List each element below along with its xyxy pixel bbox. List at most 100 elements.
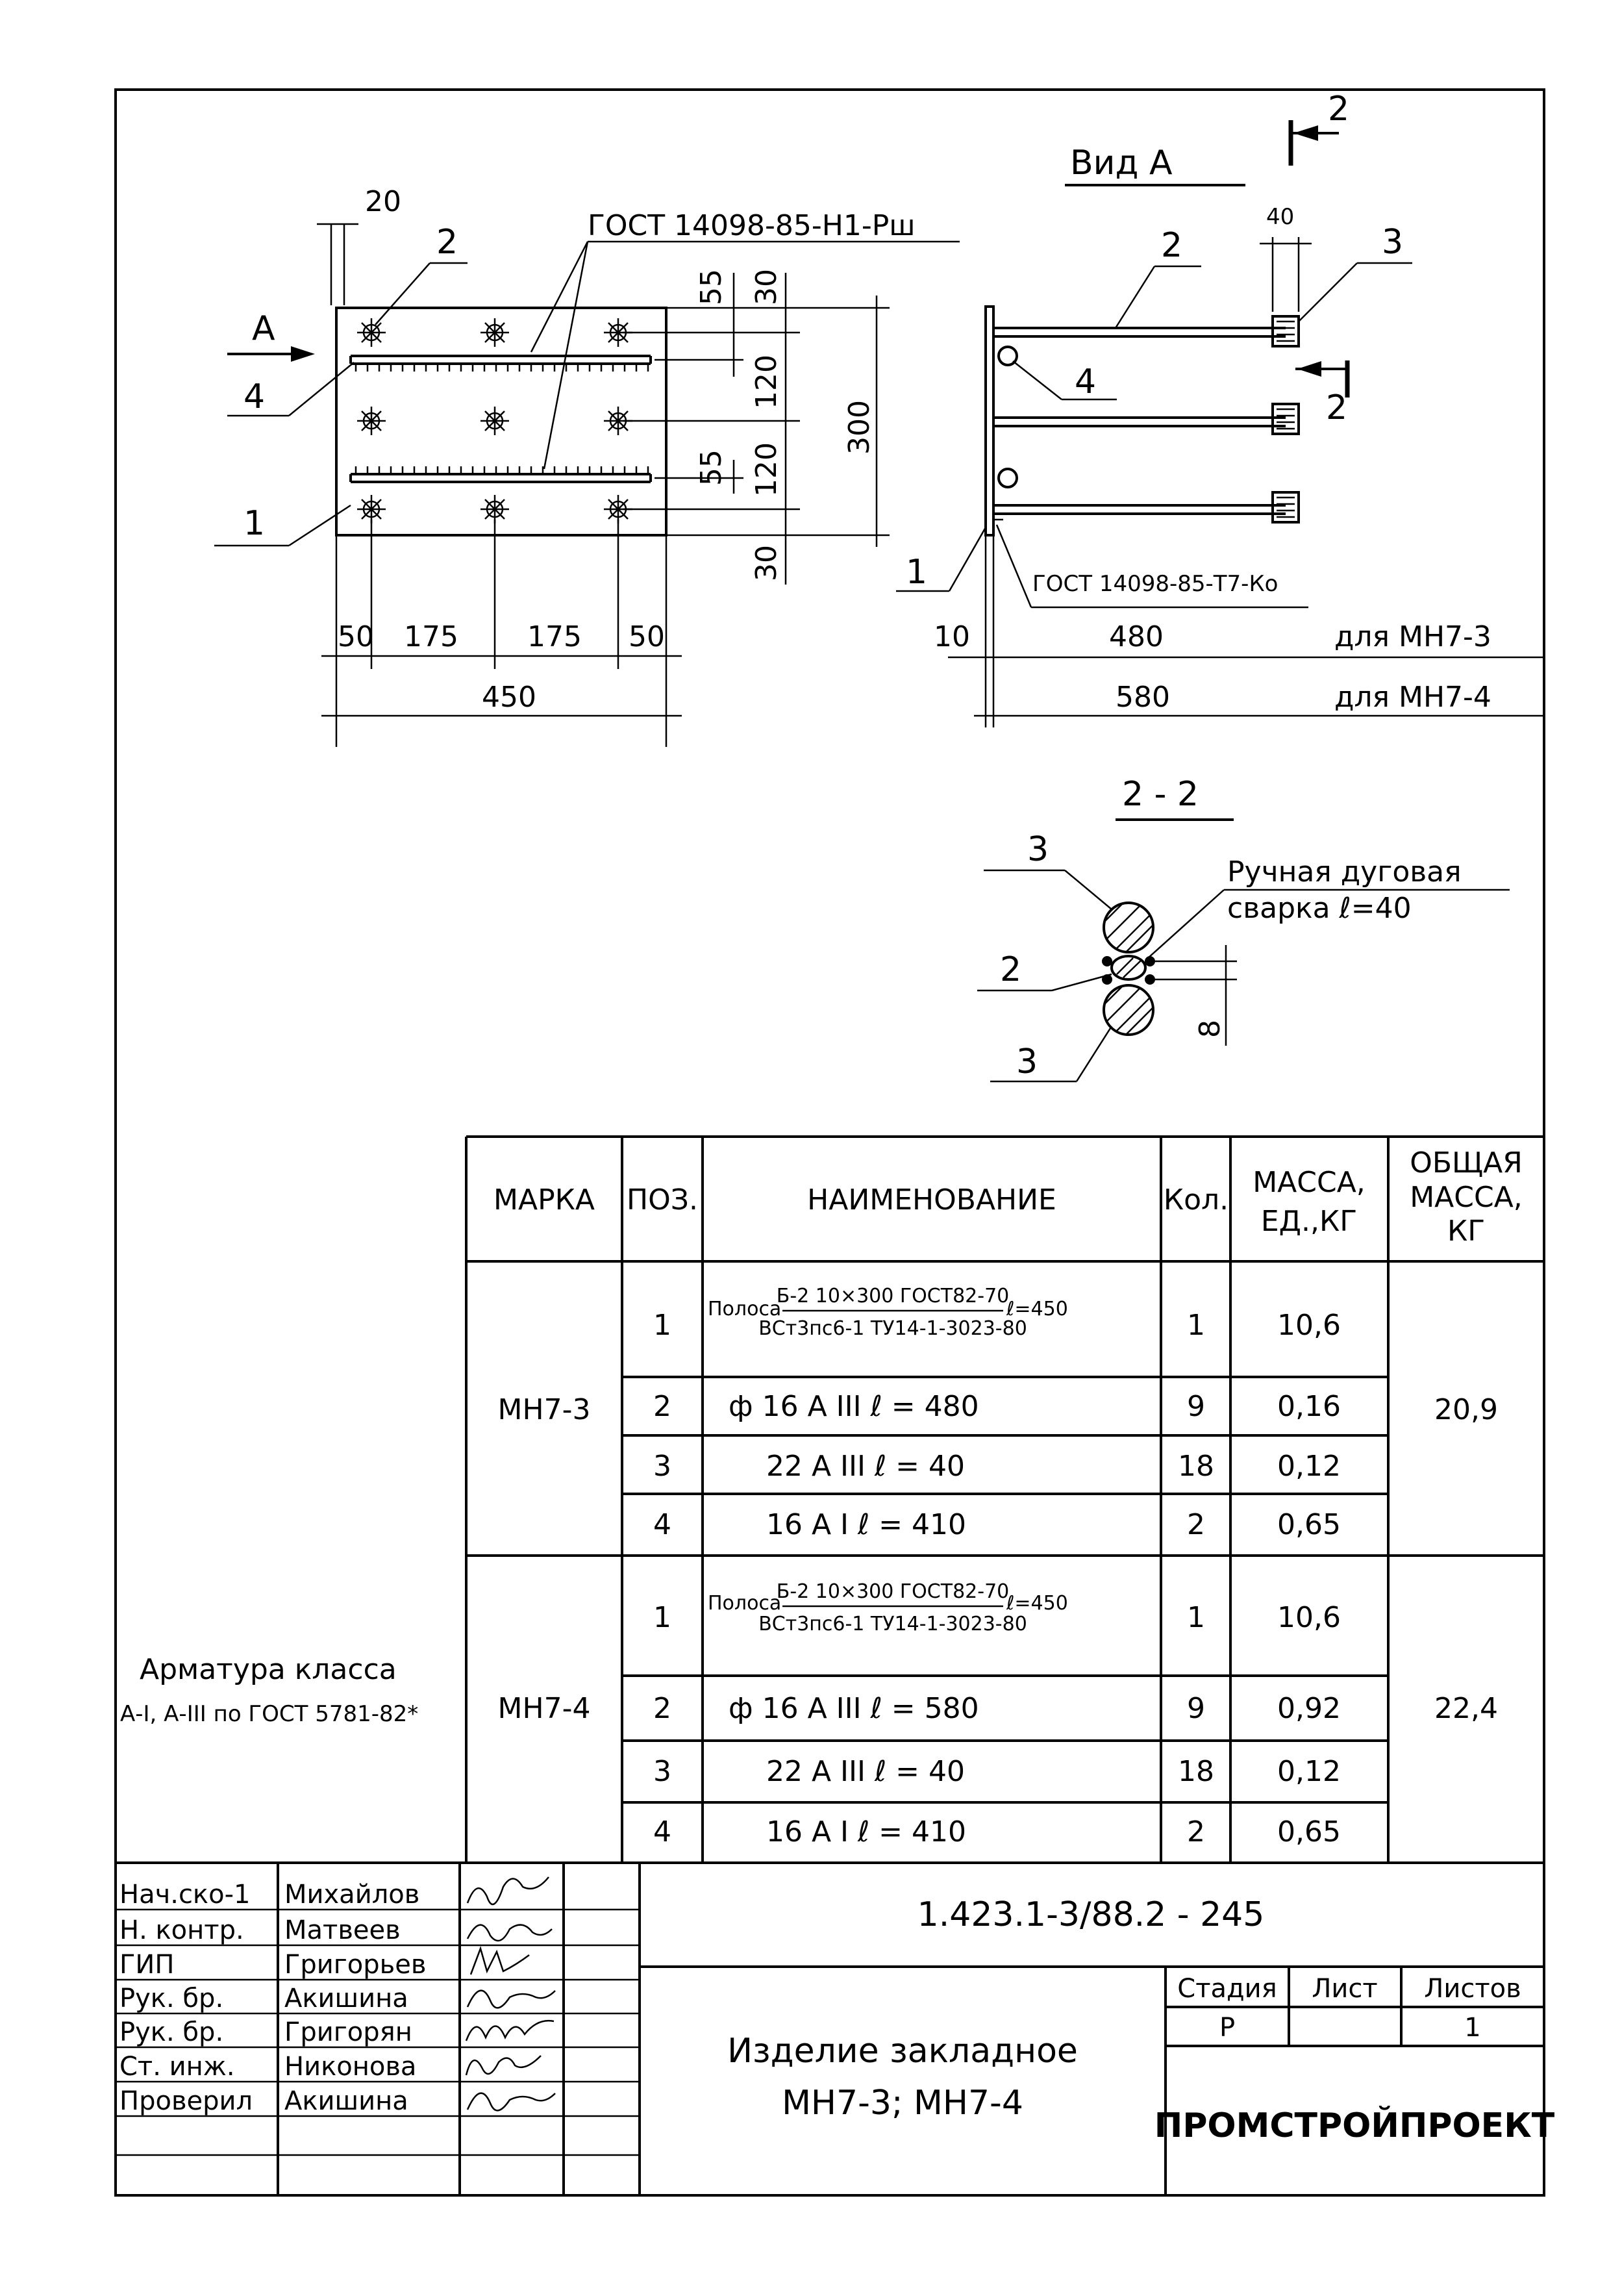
plan-view: 20 ГОСТ 14098-85-Н1-Рш 2 4 1 А 55 30 [214, 185, 960, 747]
doc-title-line-2: МН7-3; МН7-4 [782, 2084, 1023, 2123]
svg-text:3: 3 [653, 1450, 671, 1483]
svg-text:ВСт3пс6-1 ТУ14-1-3023-80: ВСт3пс6-1 ТУ14-1-3023-80 [758, 1613, 1027, 1635]
signature [465, 2055, 542, 2076]
svg-text:18: 18 [1178, 1450, 1214, 1483]
table-row: 2 ф 16 А III ℓ = 580 9 0,92 [653, 1692, 1341, 1725]
weld-leader [543, 241, 589, 470]
svg-text:Нач.ско-1: Нач.ско-1 [119, 1880, 250, 1910]
title-block: 1.423.1-3/88.2 - 245 Изделие закладное М… [116, 1861, 1555, 2195]
plan-dim-50-left: 50 [338, 620, 374, 653]
plan-pos-2-label: 2 [436, 223, 458, 262]
svg-text:0,92: 0,92 [1277, 1692, 1341, 1725]
svg-text:Акишина: Акишина [284, 2086, 408, 2116]
section-dim-8: 8 [1193, 1020, 1227, 1038]
plan-dim-450: 450 [482, 681, 536, 714]
svg-text:22 А III ℓ = 40: 22 А III ℓ = 40 [766, 1755, 965, 1788]
svg-text:Н. контр.: Н. контр. [119, 1915, 244, 1945]
sheets-value: 1 [1464, 2013, 1480, 2043]
signer-row: Рук. бр. Григорян [119, 2017, 555, 2047]
svg-text:3: 3 [653, 1755, 671, 1788]
spec-header-mass-unit-1: МАССА, [1253, 1166, 1366, 1199]
svg-text:Проверил: Проверил [119, 2086, 253, 2116]
svg-text:2: 2 [1187, 1508, 1205, 1541]
svg-text:4: 4 [653, 1508, 671, 1541]
plan-dim-120-b: 120 [750, 442, 783, 497]
section-mark-top: 2 [1328, 90, 1349, 129]
plan-dim-175-a: 175 [404, 620, 458, 653]
svg-text:2: 2 [653, 1390, 671, 1423]
svg-text:10,6: 10,6 [1277, 1309, 1341, 1342]
note-line-1: Арматура класса [140, 1653, 397, 1686]
signature [466, 1924, 553, 1942]
table-row: 3 22 А III ℓ = 40 18 0,12 [653, 1450, 1341, 1483]
svg-text:Никонова: Никонова [284, 2052, 416, 2082]
side-dim-40: 40 [1266, 204, 1294, 230]
section-mark-mid: 2 [1326, 388, 1347, 427]
section-pos-2: 2 [1000, 950, 1021, 989]
spec-group-mark: МН7-3 [498, 1393, 591, 1426]
svg-text:4: 4 [653, 1815, 671, 1848]
svg-text:2: 2 [653, 1692, 671, 1725]
svg-text:0,12: 0,12 [1277, 1755, 1341, 1788]
spec-table: МАРКА ПОЗ. НАИМЕНОВАНИЕ Кол. МАССА, ЕД.,… [465, 1135, 1544, 1863]
side-pos-2-label: 2 [1161, 226, 1182, 265]
svg-text:Рук. бр.: Рук. бр. [119, 1984, 223, 2013]
spec-header-qty: Кол. [1164, 1183, 1229, 1217]
signature [466, 1876, 549, 1906]
section-weld-line1: Ручная дуговая [1227, 855, 1462, 889]
svg-text:16 А I ℓ = 410: 16 А I ℓ = 410 [766, 1508, 966, 1541]
side-anchors [993, 327, 1286, 515]
signature [466, 2092, 556, 2112]
note-line-2: А-I, А-III по ГОСТ 5781-82* [120, 1701, 418, 1727]
org-name: ПРОМСТРОЙПРОЕКТ [1154, 2106, 1555, 2145]
plan-dim-300: 300 [843, 400, 876, 455]
svg-text:ГИП: ГИП [119, 1950, 174, 1980]
anchor-studs [357, 318, 632, 524]
signature [466, 1989, 556, 2009]
svg-text:10,6: 10,6 [1277, 1601, 1341, 1634]
view-a-title: Вид А [1070, 144, 1173, 183]
table-row: 1 Полоса Б-2 10×300 ГОСТ82-70 ВСт3пс6-1 … [653, 1580, 1341, 1635]
spec-header-mass-unit-2: ЕД.,КГ [1261, 1205, 1357, 1238]
weld-ticks [355, 364, 649, 474]
svg-text:Григорьев: Григорьев [284, 1950, 426, 1980]
bar-pos4-bottom [349, 473, 652, 483]
svg-text:Б-2 10×300 ГОСТ82-70: Б-2 10×300 ГОСТ82-70 [777, 1285, 1010, 1307]
spec-header-mark: МАРКА [493, 1183, 595, 1217]
table-row: 4 16 А I ℓ = 410 2 0,65 [653, 1815, 1341, 1848]
signer-row: Ст. инж. Никонова [119, 2052, 542, 2082]
svg-text:Полоса: Полоса [708, 1592, 781, 1615]
svg-text:Акишина: Акишина [284, 1984, 408, 2013]
svg-text:1: 1 [653, 1309, 671, 1342]
spec-group-total: 20,9 [1434, 1393, 1498, 1426]
plan-dim-55-top: 55 [695, 269, 728, 305]
side-pos-3-label: 3 [1382, 223, 1403, 262]
plan-dim-30-bottom: 30 [750, 545, 783, 581]
section-title: 2 - 2 [1122, 775, 1199, 814]
svg-text:9: 9 [1187, 1390, 1205, 1423]
table-row: 1 Полоса Б-2 10×300 ГОСТ82-70 ВСт3пс6-1 … [653, 1285, 1341, 1342]
section-pos-3-bottom: 3 [1016, 1042, 1038, 1081]
svg-text:Михайлов: Михайлов [284, 1880, 419, 1910]
signer-row: Проверил Акишина [119, 2086, 556, 2116]
side-pos-1-label: 1 [906, 553, 927, 592]
bar-pos4-top [349, 355, 652, 365]
svg-text:Рук. бр.: Рук. бр. [119, 2017, 223, 2047]
end-bars-pos3 [1271, 315, 1300, 524]
sheet-label: Лист [1312, 1974, 1377, 2004]
svg-text:16 А I ℓ = 410: 16 А I ℓ = 410 [766, 1815, 966, 1848]
signature [469, 1946, 530, 1975]
table-row: 2 ф 16 А III ℓ = 480 9 0,16 [653, 1390, 1341, 1423]
plan-dim-50-right: 50 [629, 620, 665, 653]
doc-code: 1.423.1-3/88.2 - 245 [917, 1895, 1265, 1934]
svg-text:0,12: 0,12 [1277, 1450, 1341, 1483]
side-dim-480: 480 [1109, 620, 1164, 653]
svg-text:Б-2 10×300 ГОСТ82-70: Б-2 10×300 ГОСТ82-70 [777, 1580, 1010, 1603]
signer-row: Рук. бр. Акишина [119, 1984, 556, 2013]
svg-text:1: 1 [653, 1601, 671, 1634]
svg-text:ф 16 А III ℓ = 480: ф 16 А III ℓ = 480 [729, 1390, 979, 1423]
svg-text:Матвеев: Матвеев [284, 1915, 401, 1945]
table-row: 4 16 А I ℓ = 410 2 0,65 [653, 1508, 1341, 1541]
svg-text:18: 18 [1178, 1755, 1214, 1788]
